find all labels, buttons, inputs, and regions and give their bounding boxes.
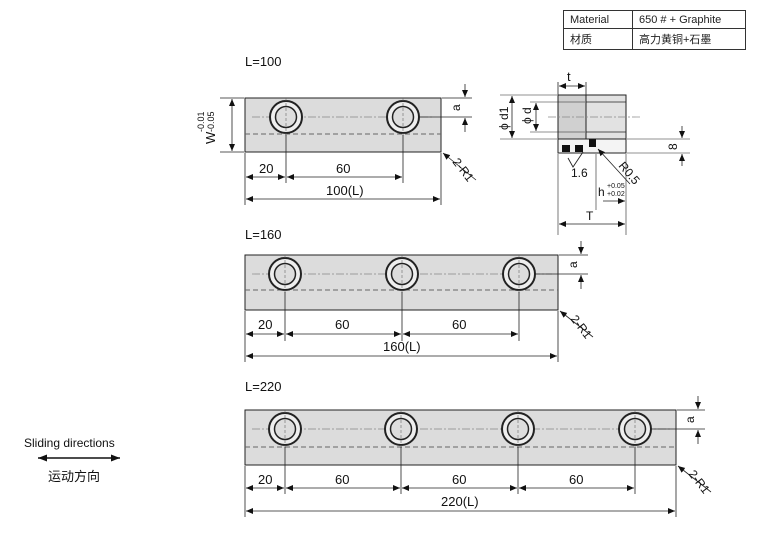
section-d1-label: ϕ d1 bbox=[497, 106, 511, 130]
material-label-zh: 材质 bbox=[563, 28, 633, 50]
plate-l100-dim-60: 60 bbox=[336, 161, 350, 176]
plate-l160: L=160 a 2-R1 bbox=[244, 227, 595, 362]
plate-l160-dim-60: 60 bbox=[335, 317, 349, 332]
plate-l220-hole bbox=[268, 410, 302, 449]
plate-l220-hole bbox=[501, 410, 535, 449]
graphite-plug bbox=[575, 145, 583, 152]
plate-l220-title: L=220 bbox=[245, 379, 282, 394]
plate-l100-title: L=100 bbox=[245, 54, 282, 69]
plate-l220-dim-60: 60 bbox=[452, 472, 466, 487]
plate-l160-dim-60: 60 bbox=[452, 317, 466, 332]
plate-l220: L=220 a 2-R1 bbox=[244, 379, 713, 517]
graphite-plug bbox=[562, 145, 570, 152]
material-value-zh: 高力黄铜+石墨 bbox=[632, 28, 746, 50]
section-h-tol-upper: +0.05 bbox=[607, 183, 625, 190]
section-h-label: h bbox=[598, 185, 605, 199]
section-view: t ϕ d1 ϕ d 8 1.6 R0.5 h +0.05 +0.02 T bbox=[497, 69, 690, 235]
section-dim-8: 8 bbox=[666, 143, 680, 150]
plate-l160-a-label: a bbox=[566, 261, 580, 268]
plate-l160-title: L=160 bbox=[245, 227, 282, 242]
sliding-label-en: Sliding directions bbox=[24, 436, 115, 450]
plate-l160-hole bbox=[502, 255, 536, 294]
section-T-label: T bbox=[586, 209, 594, 223]
plate-l100-length: 100(L) bbox=[326, 183, 364, 198]
plate-l160-dim-20: 20 bbox=[258, 317, 272, 332]
plate-l100-hole bbox=[269, 98, 303, 137]
roughness-symbol bbox=[567, 151, 584, 168]
plate-l100-tol-upper: -0.01 bbox=[196, 111, 206, 132]
plate-l220-length: 220(L) bbox=[441, 494, 479, 509]
section-h-tol-lower: +0.02 bbox=[607, 191, 625, 198]
sliding-label-zh: 运动方向 bbox=[48, 469, 100, 484]
plate-l100-a-label: a bbox=[449, 104, 463, 111]
plate-l100-hole bbox=[386, 98, 420, 137]
plate-l100-tol-lower: -0.05 bbox=[206, 111, 216, 132]
plate-l160-length: 160(L) bbox=[383, 339, 421, 354]
sliding-legend: Sliding directions 运动方向 bbox=[24, 436, 120, 484]
plate-l220-dim-60: 60 bbox=[335, 472, 349, 487]
material-table: Material 650 # + Graphite 材质 高力黄铜+石墨 bbox=[563, 10, 746, 50]
plate-l220-a-label: a bbox=[683, 416, 697, 423]
plate-l220-hole bbox=[384, 410, 418, 449]
plate-l220-body bbox=[244, 409, 677, 466]
plate-l220-dim-20: 20 bbox=[258, 472, 272, 487]
plate-l160-chamfer: 2-R1 bbox=[568, 312, 595, 341]
plate-l100-chamfer: 2-R1 bbox=[450, 155, 477, 184]
material-row-zh: 材质 高力黄铜+石墨 bbox=[563, 28, 746, 50]
plate-l160-hole bbox=[268, 255, 302, 294]
plate-l100-dim-20: 20 bbox=[259, 161, 273, 176]
section-d-label: ϕ d bbox=[520, 107, 534, 124]
graphite-plug bbox=[589, 139, 596, 147]
plate-l220-chamfer: 2-R1 bbox=[686, 467, 713, 496]
plate-l160-hole bbox=[385, 255, 419, 294]
plate-l100-width-label: W bbox=[203, 131, 218, 144]
section-roughness: 1.6 bbox=[571, 166, 588, 180]
section-t-label: t bbox=[567, 69, 571, 84]
plate-l100: L=100 W -0.01 -0.05 a 2-R1 bbox=[196, 54, 477, 205]
plate-l220-hole bbox=[618, 410, 652, 449]
plate-l220-dim-60: 60 bbox=[569, 472, 583, 487]
